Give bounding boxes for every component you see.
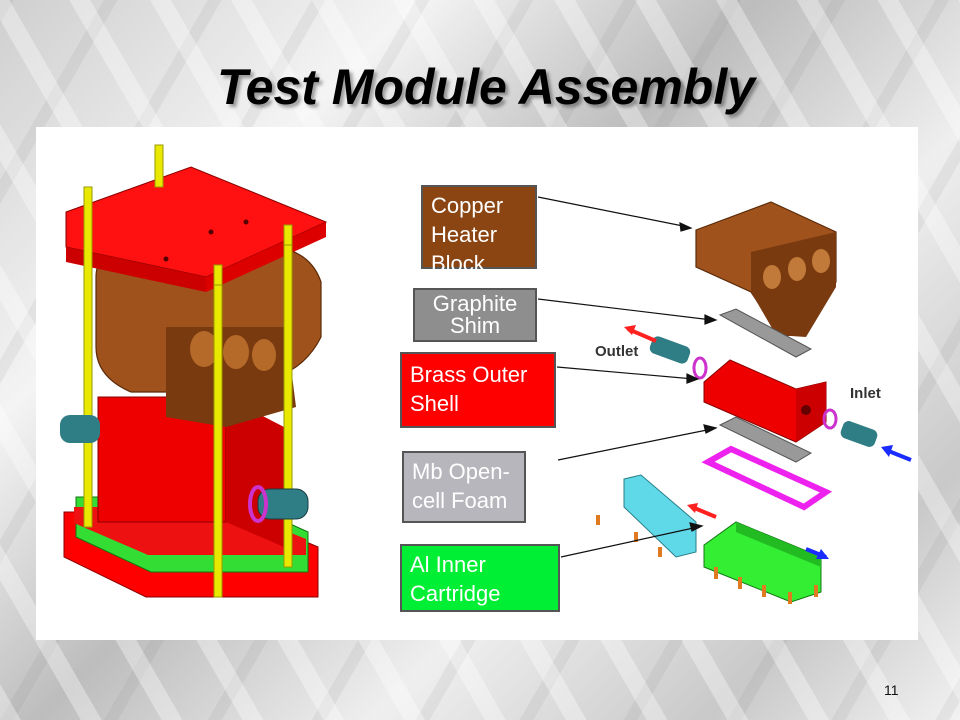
label-brass-text: Brass Outer Shell bbox=[410, 362, 528, 416]
label-mb-foam: Mb Open- cell Foam bbox=[402, 451, 526, 523]
graphite-shim-top bbox=[718, 308, 813, 358]
inlet-fitting bbox=[840, 421, 878, 447]
label-foam-text: Mb Open- cell Foam bbox=[412, 459, 510, 513]
exploded-view bbox=[596, 201, 912, 604]
graphite-shim-bottom bbox=[718, 416, 813, 463]
label-brass-outer-shell: Brass Outer Shell bbox=[400, 352, 556, 428]
right-fitting bbox=[257, 488, 309, 520]
outlet-fitting bbox=[649, 336, 691, 364]
label-copper-heater-block: Copper Heater Block bbox=[421, 185, 537, 276]
label-copper-text: Copper Heater Block bbox=[431, 193, 504, 276]
left-fitting bbox=[60, 415, 100, 443]
rod-1 bbox=[83, 186, 93, 528]
assembly-drawing bbox=[60, 144, 912, 604]
outlet-label: Outlet bbox=[595, 343, 639, 360]
leader-lines bbox=[537, 196, 718, 558]
inlet-label: Inlet bbox=[850, 385, 881, 402]
rod-2 bbox=[154, 144, 164, 188]
label-graphite-shim: Graphite Shim bbox=[413, 288, 537, 342]
page-number: 11 bbox=[884, 682, 899, 698]
label-al-inner-cartridge: Al Inner Cartridge bbox=[400, 544, 560, 612]
label-graphite-text: Graphite Shim bbox=[432, 291, 518, 338]
rod-3 bbox=[213, 266, 223, 598]
assembled-module bbox=[60, 144, 328, 598]
foam-gasket bbox=[701, 445, 833, 511]
screws bbox=[596, 515, 818, 604]
label-al-text: Al Inner Cartridge bbox=[410, 552, 501, 606]
slide-title: Test Module Assembly bbox=[216, 59, 756, 115]
assembly-figure: Copper Heater Block Graphite Shim Brass … bbox=[36, 127, 918, 640]
cyan-plate bbox=[623, 474, 697, 558]
